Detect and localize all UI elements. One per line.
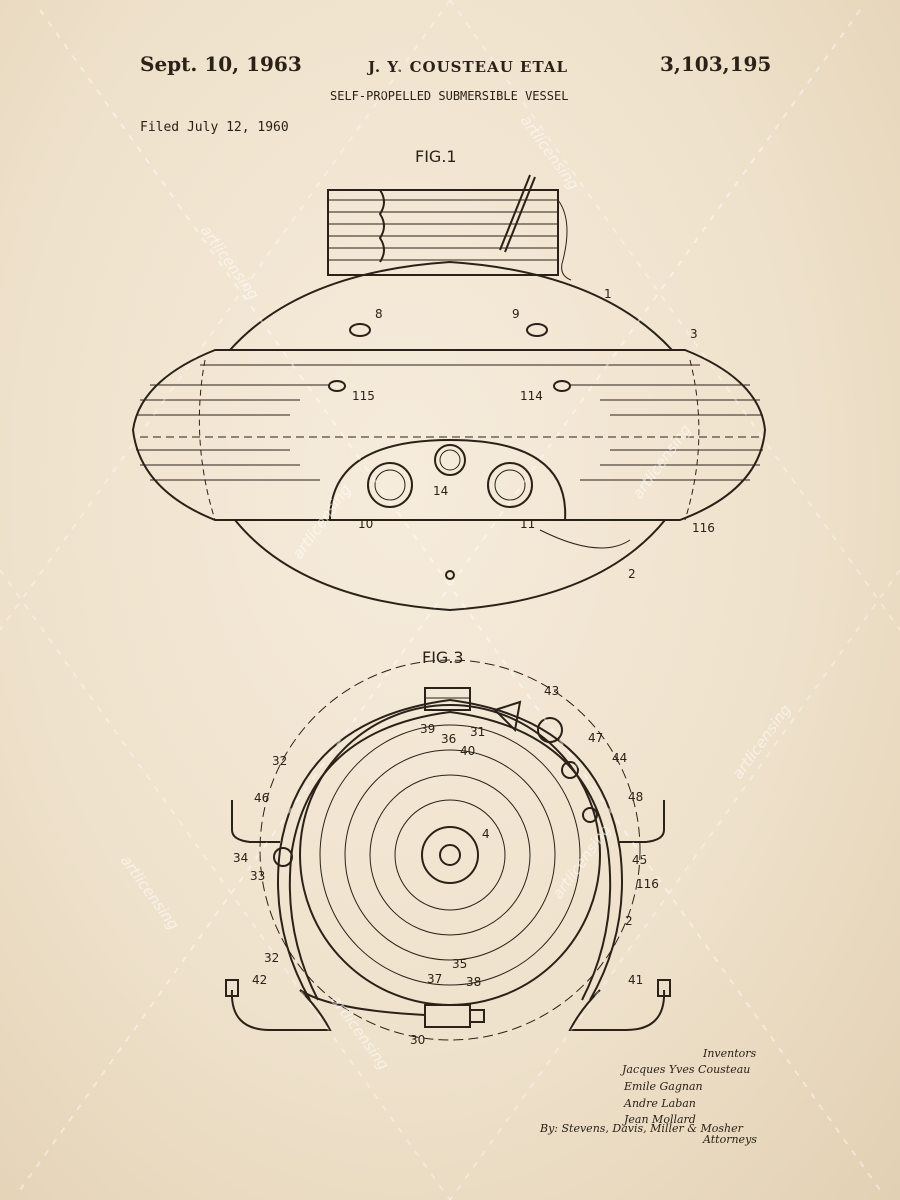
svg-text:31: 31 xyxy=(470,725,485,739)
svg-text:37: 37 xyxy=(427,972,442,986)
fig1-reference-numerals: 1 2 3 8 9 10 11 14 115 114 116 xyxy=(352,287,715,581)
svg-text:115: 115 xyxy=(352,389,375,403)
patent-title: SELF-PROPELLED SUBMERSIBLE VESSEL xyxy=(330,89,569,103)
watermark-text-4: artlicensing xyxy=(629,421,695,502)
svg-text:2: 2 xyxy=(625,914,633,928)
patent-date: Sept. 10, 1963 xyxy=(140,52,302,76)
fig3-label: FIG.3 xyxy=(422,648,464,667)
inventor-name: J. Y. COUSTEAU ETAL xyxy=(368,58,569,76)
svg-text:47: 47 xyxy=(588,731,603,745)
signature-name-1: Jacques Yves Cousteau xyxy=(620,1063,750,1076)
svg-text:3: 3 xyxy=(690,327,698,341)
watermark-text-5: artlicensing xyxy=(117,852,183,933)
svg-text:34: 34 xyxy=(233,851,248,865)
svg-text:41: 41 xyxy=(628,973,643,987)
svg-text:9: 9 xyxy=(512,307,520,321)
inventors-label: Inventors xyxy=(702,1047,757,1060)
svg-text:35: 35 xyxy=(452,957,467,971)
svg-text:8: 8 xyxy=(375,307,383,321)
figure-1-drawing: FIG.1 xyxy=(131,147,767,612)
watermark-text-3: artlicensing xyxy=(289,481,355,562)
filed-date: Filed July 12, 1960 xyxy=(140,120,289,135)
svg-text:114: 114 xyxy=(520,389,543,403)
svg-text:32: 32 xyxy=(264,951,279,965)
patent-number: 3,103,195 xyxy=(660,52,772,76)
figure-3-drawing: FIG.3 xyxy=(225,648,671,1047)
watermark-text-8: artlicensing xyxy=(327,992,393,1073)
hull-hatching xyxy=(136,364,763,481)
watermark-text-6: artlicensing xyxy=(549,821,615,902)
svg-text:33: 33 xyxy=(250,869,265,883)
signature-name-2: Emile Gagnan xyxy=(623,1080,703,1093)
svg-text:43: 43 xyxy=(544,684,559,698)
svg-text:40: 40 xyxy=(460,744,475,758)
conning-tower xyxy=(327,174,572,281)
svg-text:44: 44 xyxy=(612,751,627,765)
svg-text:11: 11 xyxy=(520,517,535,531)
svg-text:42: 42 xyxy=(252,973,267,987)
svg-text:14: 14 xyxy=(433,484,448,498)
svg-text:4: 4 xyxy=(482,827,490,841)
svg-text:36: 36 xyxy=(441,732,456,746)
watermark-text-1: artlicensing xyxy=(197,222,263,303)
attorneys-line: By: Stevens, Davis, Miller & Mosher xyxy=(539,1122,744,1135)
watermark-text-7: artlicensing xyxy=(729,701,795,782)
svg-text:32: 32 xyxy=(272,754,287,768)
attorneys-label: Attorneys xyxy=(702,1133,757,1146)
signature-name-4: Jean Mollard xyxy=(622,1113,696,1126)
svg-text:1: 1 xyxy=(604,287,612,301)
signature-block: Inventors Jacques Yves Cousteau Emile Ga… xyxy=(539,1047,757,1146)
fig1-label: FIG.1 xyxy=(415,147,457,166)
svg-text:116: 116 xyxy=(692,521,715,535)
svg-text:30: 30 xyxy=(410,1033,425,1047)
svg-text:48: 48 xyxy=(628,790,643,804)
svg-text:45: 45 xyxy=(632,853,647,867)
signature-name-3: Andre Laban xyxy=(623,1097,696,1110)
svg-text:116: 116 xyxy=(636,877,659,891)
svg-text:38: 38 xyxy=(466,975,481,989)
svg-text:2: 2 xyxy=(628,567,636,581)
svg-text:39: 39 xyxy=(420,722,435,736)
fig3-reference-numerals: 4 2 30 31 32 32 33 34 35 36 37 38 39 40 … xyxy=(233,684,659,1047)
svg-text:10: 10 xyxy=(358,517,373,531)
svg-text:46: 46 xyxy=(254,791,269,805)
